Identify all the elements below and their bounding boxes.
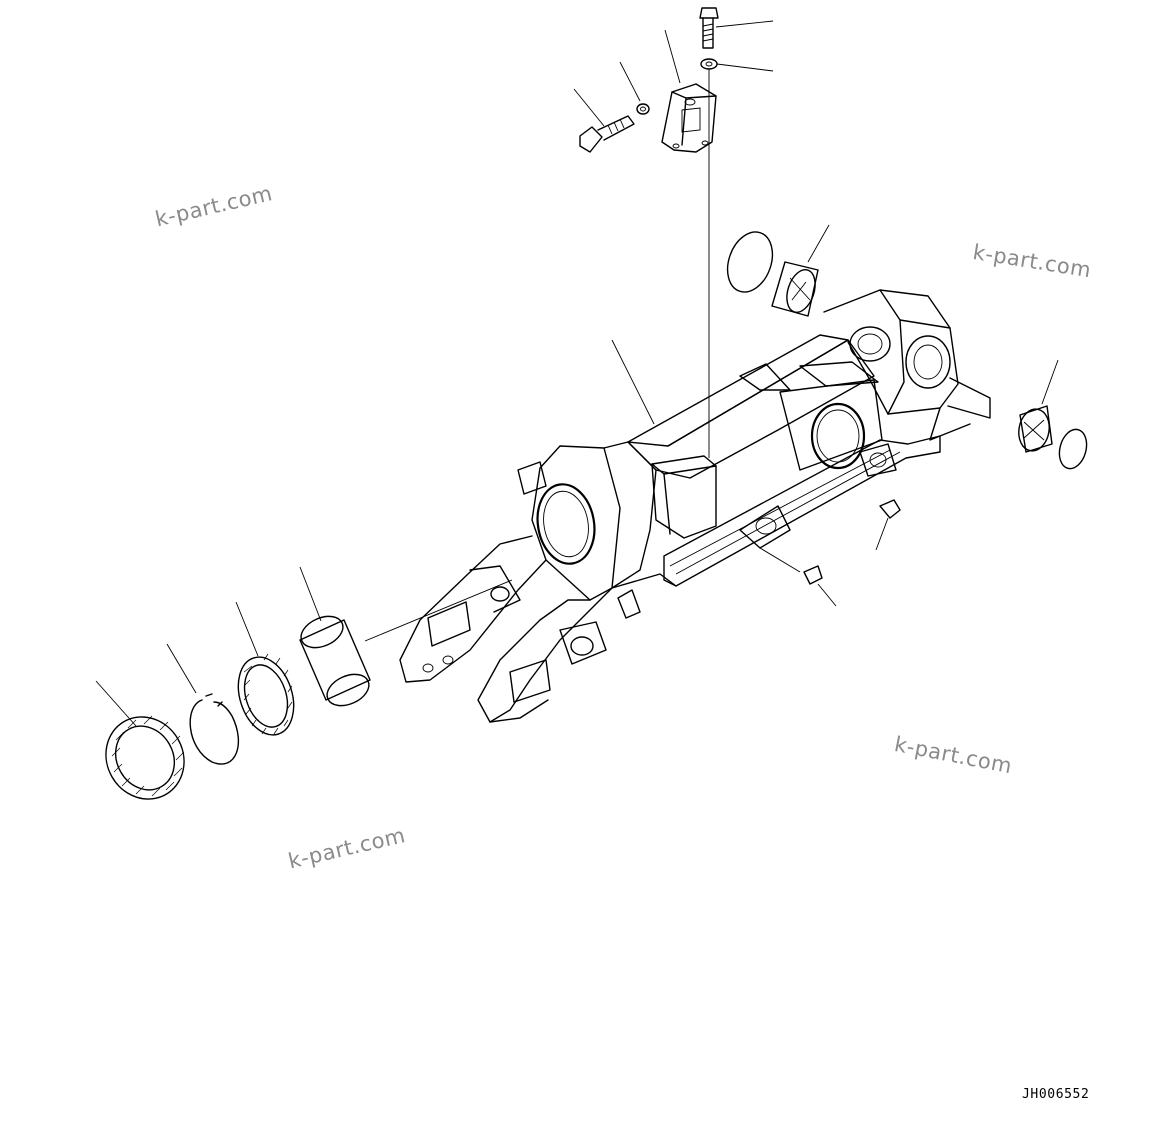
grease-fitting-lower: [803, 565, 837, 607]
track-frame: [399, 289, 991, 723]
snap-ring: [166, 643, 240, 765]
drawing-code: JH006552: [1022, 1087, 1090, 1102]
frame-callout-line: [611, 339, 655, 425]
vertical-bolt: [699, 7, 774, 49]
seal-hatching: [243, 653, 293, 735]
bracket-nut: [619, 61, 650, 115]
bearing-axis-line: [364, 579, 513, 642]
mounting-bracket: [661, 29, 717, 153]
top-washer: [700, 58, 774, 72]
upper-o-ring: [726, 231, 774, 293]
retaining-seal: [235, 601, 295, 736]
bearing-sleeve: [299, 566, 371, 707]
horizontal-bolt: [573, 88, 635, 153]
right-o-ring: [1058, 428, 1088, 470]
outer-seal-hatching: [111, 715, 185, 797]
outer-seal-ring: [95, 680, 185, 800]
grease-fitting-right: [875, 499, 901, 551]
upper-bushing: [771, 224, 830, 317]
right-bushing: [1018, 359, 1059, 453]
fitting-axis-line: [759, 547, 801, 573]
